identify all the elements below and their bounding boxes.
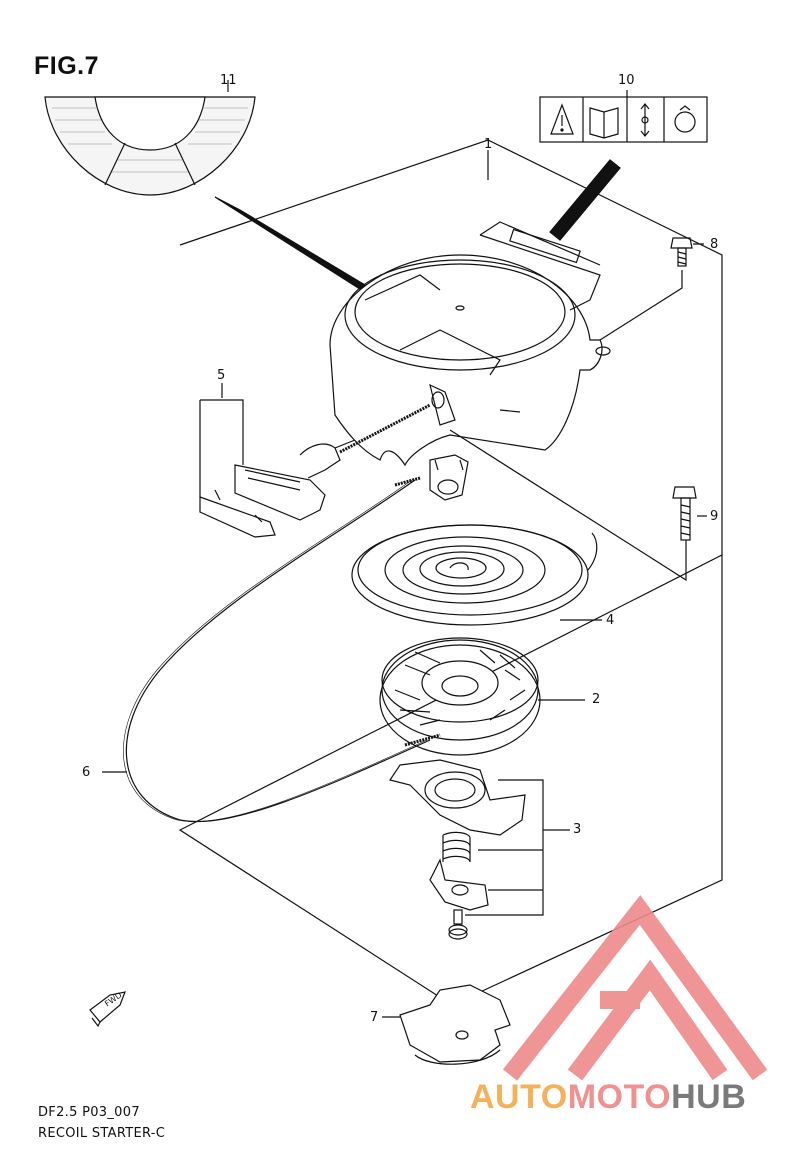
rope-reel-part-2 [379, 637, 585, 756]
pull-direction-icon [640, 103, 650, 137]
pawl-screw [448, 909, 468, 940]
bolt-8-leader [599, 270, 683, 341]
pawl-set-part-3 [389, 759, 570, 940]
manual-book-icon [589, 107, 619, 139]
callout-9: 9 [710, 509, 719, 524]
warning-icon [550, 103, 574, 135]
model-code: DF2.5 P03_007 [38, 1105, 140, 1120]
watermark-text: AUTOMOTOHUB [470, 1078, 746, 1117]
callout-8: 8 [710, 237, 719, 252]
label-sticker-part-10 [539, 90, 708, 143]
bolt-part-8 [670, 237, 704, 267]
starter-housing-part-1 [329, 221, 611, 467]
watermark-logo-icon [502, 895, 768, 1081]
callout-6: 6 [82, 765, 91, 780]
rope-upper [339, 403, 431, 454]
watermark-auto: AUTO [470, 1078, 568, 1116]
callout-1: 1 [484, 137, 493, 152]
callout-2: 2 [592, 692, 601, 707]
watermark-hub: HUB [671, 1078, 747, 1116]
pointer-arrow-10 [549, 159, 621, 241]
bolt-part-9 [672, 486, 707, 541]
starter-rope-part-6 [125, 479, 431, 823]
forward-arrow-icon [89, 991, 126, 1028]
figure-title: FIG.7 [34, 52, 100, 80]
friction-plate-part-7 [382, 984, 511, 1065]
callout-4: 4 [606, 613, 615, 628]
bolt-9-leader [449, 429, 687, 582]
rope-handle-icon [674, 105, 696, 133]
watermark-moto: MOTO [567, 1078, 672, 1116]
callout-3: 3 [573, 822, 582, 837]
callout-10: 10 [618, 73, 635, 88]
callout-5: 5 [217, 368, 226, 383]
starter-handle-part-5 [199, 383, 341, 538]
recoil-spring-part-4 [351, 524, 602, 626]
return-spring [442, 831, 471, 863]
callout-7: 7 [370, 1010, 379, 1025]
decal-arc-part-11 [44, 80, 256, 196]
ratchet-cam [429, 454, 469, 501]
section-name: RECOIL STARTER-C [38, 1126, 166, 1141]
callout-11: 11 [220, 73, 237, 88]
